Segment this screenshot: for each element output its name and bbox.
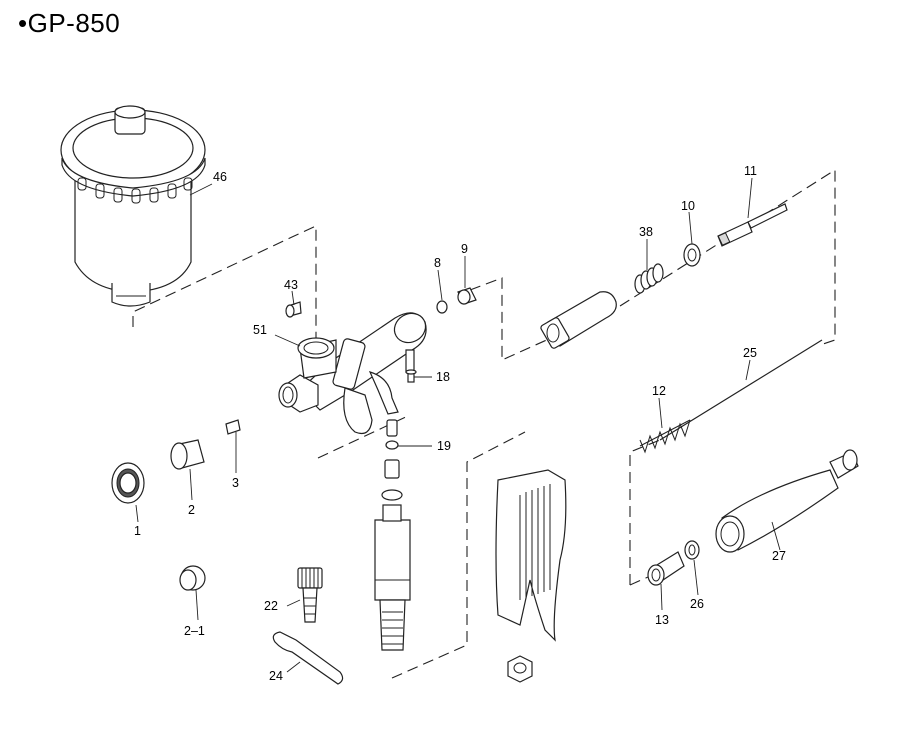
part-labels: 46 43 51 8 9 38 10 11 25 12 18 19 1 2 3 … <box>134 164 786 683</box>
valve-stem-11 <box>717 203 788 247</box>
air-valve-assembly <box>540 291 617 349</box>
wrench-24 <box>272 631 344 685</box>
screw-18 <box>405 369 417 383</box>
handle-grip <box>495 469 567 642</box>
packing-8 <box>436 300 448 314</box>
label-10: 10 <box>681 199 695 213</box>
diagram-title: •GP-850 <box>18 8 121 38</box>
knob-27 <box>715 449 859 553</box>
label-51: 51 <box>253 323 267 337</box>
nut-9 <box>457 287 477 305</box>
part-13 <box>647 551 685 586</box>
label-2: 2 <box>188 503 195 517</box>
label-25: 25 <box>743 346 757 360</box>
label-22: 22 <box>264 599 278 613</box>
needle-25 <box>659 339 823 441</box>
spring-12 <box>639 419 691 454</box>
screw-43 <box>285 301 302 318</box>
label-13: 13 <box>655 613 669 627</box>
label-9: 9 <box>461 242 468 256</box>
label-43: 43 <box>284 278 298 292</box>
label-11: 11 <box>744 164 757 178</box>
air-inlet-22 <box>297 567 323 623</box>
label-12: 12 <box>652 384 666 398</box>
label-3: 3 <box>232 476 239 490</box>
paint-cup <box>60 105 206 307</box>
air-cap-1 <box>111 462 145 504</box>
nut-10 <box>683 243 701 267</box>
label-2-1: 2–1 <box>184 624 205 638</box>
label-1: 1 <box>134 524 141 538</box>
label-24: 24 <box>269 669 283 683</box>
handle-nut <box>507 655 533 683</box>
label-19: 19 <box>437 439 451 453</box>
part-3 <box>225 419 241 435</box>
label-38: 38 <box>639 225 653 239</box>
fluid-nozzle-2 <box>170 439 205 470</box>
label-46: 46 <box>213 170 227 184</box>
label-26: 26 <box>690 597 704 611</box>
spring-38 <box>634 263 664 294</box>
label-18: 18 <box>436 370 450 384</box>
lower-air-valve <box>374 419 411 651</box>
label-8: 8 <box>434 256 441 270</box>
part-2-1 <box>179 565 206 591</box>
label-27: 27 <box>772 549 786 563</box>
nut-26 <box>684 540 700 560</box>
leader-lines <box>135 177 781 673</box>
gun-body <box>278 312 427 435</box>
